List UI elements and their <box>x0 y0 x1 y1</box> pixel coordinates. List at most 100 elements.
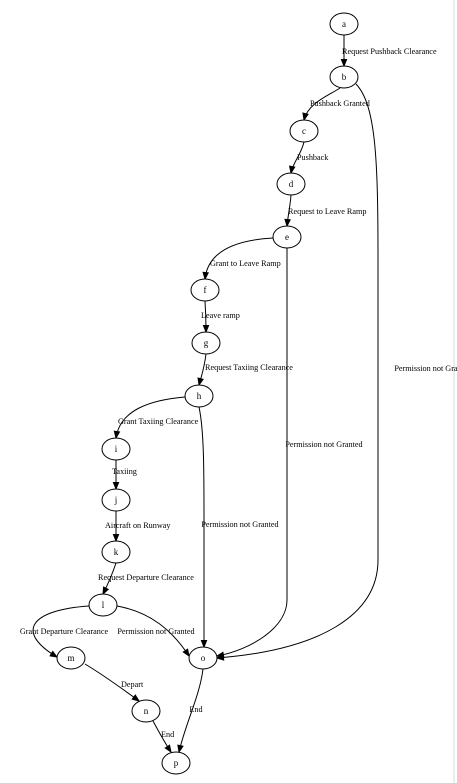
edge-label-l-o: Permission not Granted <box>117 627 194 636</box>
edge-e-o <box>215 248 288 659</box>
node-g: g <box>191 331 221 355</box>
arrowhead-icon <box>215 651 225 659</box>
edge-label-e-f: Grant to Leave Ramp <box>210 259 281 268</box>
edge-label-f-g: Leave ramp <box>201 311 240 320</box>
edge-label-e-o: Permission not Granted <box>285 440 362 449</box>
arrowhead-icon <box>284 218 291 228</box>
edge-d-e <box>284 194 292 228</box>
node-f: f <box>190 278 220 302</box>
node-shape <box>101 488 131 512</box>
edge-label-b-c: Pushback Granted <box>310 99 370 108</box>
arrowhead-icon <box>302 112 309 122</box>
arrowhead-icon <box>102 586 110 596</box>
node-k: k <box>101 540 131 564</box>
edge-label-k-l: Request Departure Clearance <box>98 573 194 582</box>
node-c: c <box>289 119 319 143</box>
arrowhead-icon <box>131 694 141 702</box>
edge-label-h-i: Grant Taxiing Clearance <box>118 417 199 426</box>
node-d: d <box>276 172 306 196</box>
edge-b-o <box>215 83 379 661</box>
node-shape <box>272 225 302 249</box>
edge-line <box>115 396 186 439</box>
arrowhead-icon <box>340 59 348 68</box>
node-label: e <box>285 232 289 242</box>
node-shape <box>190 278 220 302</box>
edge-c-d <box>288 141 305 175</box>
edge-f-g <box>202 300 210 334</box>
node-n: n <box>131 699 161 723</box>
node-shape <box>329 65 359 89</box>
edges-layer <box>32 35 379 754</box>
edge-o-p <box>177 668 204 754</box>
edge-line <box>116 605 190 657</box>
edge-line <box>216 83 379 659</box>
node-label: k <box>114 547 119 557</box>
node-shape <box>161 751 191 775</box>
node-o: o <box>188 646 218 670</box>
edge-h-i <box>113 396 186 440</box>
edge-label-a-b: Request Pushback Clearance <box>342 47 437 56</box>
edge-label-o-p: End <box>189 705 202 714</box>
node-j: j <box>101 488 131 512</box>
edge-label-i-j: Taxiing <box>112 467 137 476</box>
node-shape <box>191 331 221 355</box>
arrowhead-icon <box>113 430 121 440</box>
edge-label-n-p: End <box>161 730 174 739</box>
arrowhead-icon <box>112 482 120 491</box>
edge-label-g-h: Request Taxiing Clearance <box>205 363 293 372</box>
node-shape <box>56 646 86 670</box>
edge-label-b-o: Permission not Granted <box>394 364 457 373</box>
edge-m-n <box>84 663 141 702</box>
node-label: d <box>289 179 294 189</box>
node-label: g <box>204 338 209 348</box>
node-label: m <box>67 653 74 663</box>
edge-l-o <box>116 605 190 658</box>
nodes-layer: a b c d e f g h i j k l m n o p <box>56 12 359 775</box>
edge-i-j <box>112 459 120 491</box>
arrowhead-icon <box>197 377 204 387</box>
node-label: f <box>204 285 207 295</box>
node-l: l <box>88 593 118 617</box>
edge-label-j-k: Aircraft on Runway <box>105 521 171 530</box>
node-shape <box>101 437 131 461</box>
node-shape <box>184 384 214 408</box>
edge-n-p <box>152 720 172 754</box>
node-h: h <box>184 384 214 408</box>
arrowhead-icon <box>288 165 296 175</box>
edge-h-o <box>198 406 208 649</box>
node-m: m <box>56 646 86 670</box>
edge-e-f <box>202 237 274 281</box>
edge-label-l-m: Grant Departure Clearance <box>20 627 109 636</box>
arrowhead-icon <box>202 325 210 334</box>
edge-l-m <box>32 605 90 658</box>
edge-g-h <box>197 353 207 387</box>
arrowhead-icon <box>49 650 59 658</box>
edge-a-b <box>340 35 348 68</box>
node-label: n <box>144 706 149 716</box>
edge-line <box>216 248 288 657</box>
node-a: a <box>329 12 359 36</box>
node-label: i <box>115 444 118 454</box>
edge-line <box>178 668 204 753</box>
arrowhead-icon <box>164 744 172 754</box>
node-shape <box>131 699 161 723</box>
node-i: i <box>101 437 131 461</box>
edge-b-c <box>302 87 341 122</box>
node-shape <box>88 593 118 617</box>
arrowhead-icon <box>200 640 208 649</box>
node-label: p <box>174 758 179 768</box>
edge-line <box>32 605 90 658</box>
edge-j-k <box>112 510 120 543</box>
arrowhead-icon <box>202 271 210 281</box>
node-label: j <box>114 495 118 505</box>
edge-label-c-d: Pushback <box>297 153 329 162</box>
node-b: b <box>329 65 359 89</box>
node-shape <box>289 119 319 143</box>
node-shape <box>329 12 359 36</box>
node-label: l <box>102 600 105 610</box>
edge-k-l <box>102 562 117 596</box>
node-label: a <box>342 19 346 29</box>
arrowhead-icon <box>112 534 120 543</box>
